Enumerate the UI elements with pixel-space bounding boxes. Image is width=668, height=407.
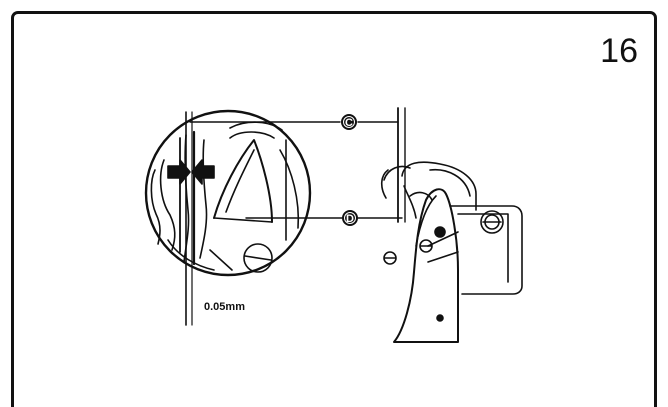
measurement-indicator xyxy=(185,111,193,326)
callout-c-badge: C xyxy=(341,114,357,130)
callout-d-badge: D xyxy=(342,210,358,226)
measurement-label: 0.05mm xyxy=(204,301,245,313)
magnified-detail-circle xyxy=(144,109,312,277)
callout-c-label: C xyxy=(345,117,353,129)
arrow-left-icon xyxy=(191,159,215,185)
callout-d-label: D xyxy=(346,213,354,225)
rotary-hook-assembly xyxy=(380,107,523,343)
figure-frame xyxy=(11,11,657,407)
step-number: 16 xyxy=(600,32,638,70)
arrow-right-icon xyxy=(167,159,191,185)
